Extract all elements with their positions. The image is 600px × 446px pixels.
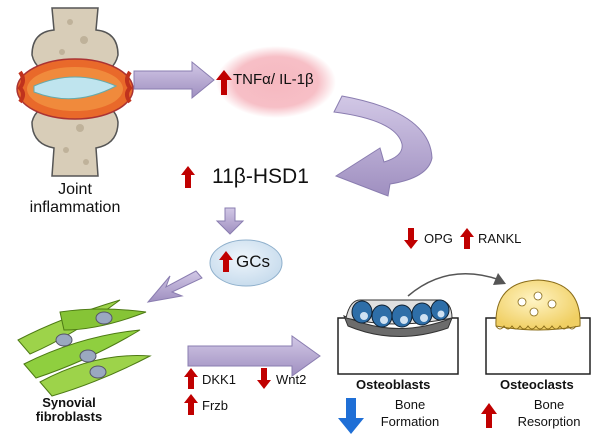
bone-resorption-line2: Resorption bbox=[517, 414, 581, 430]
synovial-fibroblast-cells bbox=[17, 299, 152, 397]
arrow-osteoblasts-to-osteoclasts bbox=[407, 273, 501, 297]
arrow-gcs-to-fibroblasts bbox=[146, 270, 203, 303]
arrow-joint-to-cytokines bbox=[133, 60, 215, 100]
synovial-fibroblasts-label: Synovial fibroblasts bbox=[14, 395, 124, 425]
synovial-label-line2: fibroblasts bbox=[35, 409, 103, 425]
osteoblasts-label: Osteoblasts bbox=[356, 377, 431, 392]
osteoblast-illustration bbox=[337, 299, 459, 375]
frzb-label: Frzb bbox=[202, 398, 228, 413]
arrow-head bbox=[493, 273, 506, 285]
arrow-enzyme-to-gcs bbox=[215, 207, 245, 235]
joint-label-line2: inflammation bbox=[29, 198, 121, 216]
bone-resorption-line1: Bone bbox=[533, 397, 565, 412]
joint-label-line1: Joint bbox=[58, 181, 92, 198]
gcs-bubble bbox=[209, 239, 283, 287]
osteoclasts-label: Osteoclasts bbox=[500, 377, 574, 392]
gcs-label: GCs bbox=[236, 252, 270, 271]
enzyme-label: 11β-HSD1 bbox=[212, 165, 309, 188]
rankl-label: RANKL bbox=[478, 231, 522, 246]
wnt2-label: Wnt2 bbox=[276, 372, 307, 387]
bone-formation-line2: Formation bbox=[380, 414, 440, 430]
arrow-down-icon bbox=[257, 228, 418, 434]
cytokines-label: TNFα/ IL-1β bbox=[233, 71, 314, 88]
bone-formation-line1: Bone bbox=[394, 397, 426, 412]
cytokine-glow bbox=[216, 46, 336, 118]
dkk1-label: DKK1 bbox=[202, 372, 236, 387]
synovial-label-line1: Synovial bbox=[42, 395, 96, 410]
joint-inflammation-label: Joint inflammation bbox=[10, 181, 140, 216]
arrow-fibroblasts-to-osteoblasts bbox=[187, 335, 321, 377]
osteoclast-illustration bbox=[485, 279, 591, 375]
bone-formation-label: Bone Formation bbox=[370, 397, 450, 430]
arrow-up-icon bbox=[181, 70, 497, 428]
opg-label: OPG bbox=[424, 231, 453, 246]
arrow-cytokines-to-enzyme bbox=[333, 95, 433, 197]
joint-illustration bbox=[16, 7, 134, 177]
bone-resorption-label: Bone Resorption bbox=[504, 397, 594, 430]
